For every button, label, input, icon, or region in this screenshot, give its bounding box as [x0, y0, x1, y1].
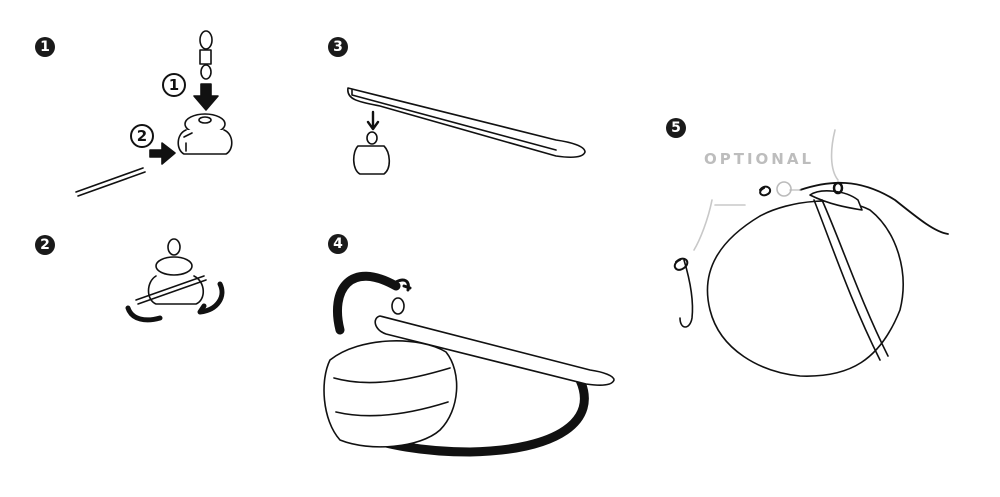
optional-label: OPTIONAL	[704, 150, 815, 168]
hook-icon	[679, 259, 694, 328]
right-arrow-icon	[149, 142, 176, 165]
substep-1-badge: 1	[162, 73, 186, 97]
pin-icon	[75, 167, 146, 197]
rotate-arrow-icon	[125, 281, 225, 323]
rig-icon	[693, 129, 839, 251]
step-4-illustration	[323, 271, 615, 457]
step-5-badge: 5	[666, 118, 686, 138]
line-icon	[799, 181, 949, 235]
down-arrow-icon	[366, 110, 380, 131]
step-2-illustration	[125, 238, 225, 323]
substep-2-badge: 2	[130, 124, 154, 148]
step-3-badge: 3	[328, 37, 348, 57]
bar-icon	[347, 87, 586, 158]
step-1-badge: 1	[35, 37, 55, 57]
step-2-badge: 2	[35, 235, 55, 255]
bag-icon	[323, 340, 458, 448]
swivel-icon	[199, 30, 213, 80]
lead-weight-icon	[177, 113, 233, 155]
step-5-illustration	[673, 129, 949, 377]
step-3-illustration	[347, 87, 586, 175]
bag-icon	[706, 200, 904, 377]
step-4-badge: 4	[328, 234, 348, 254]
step-1-illustration	[75, 30, 233, 197]
down-arrow-icon	[193, 83, 219, 111]
